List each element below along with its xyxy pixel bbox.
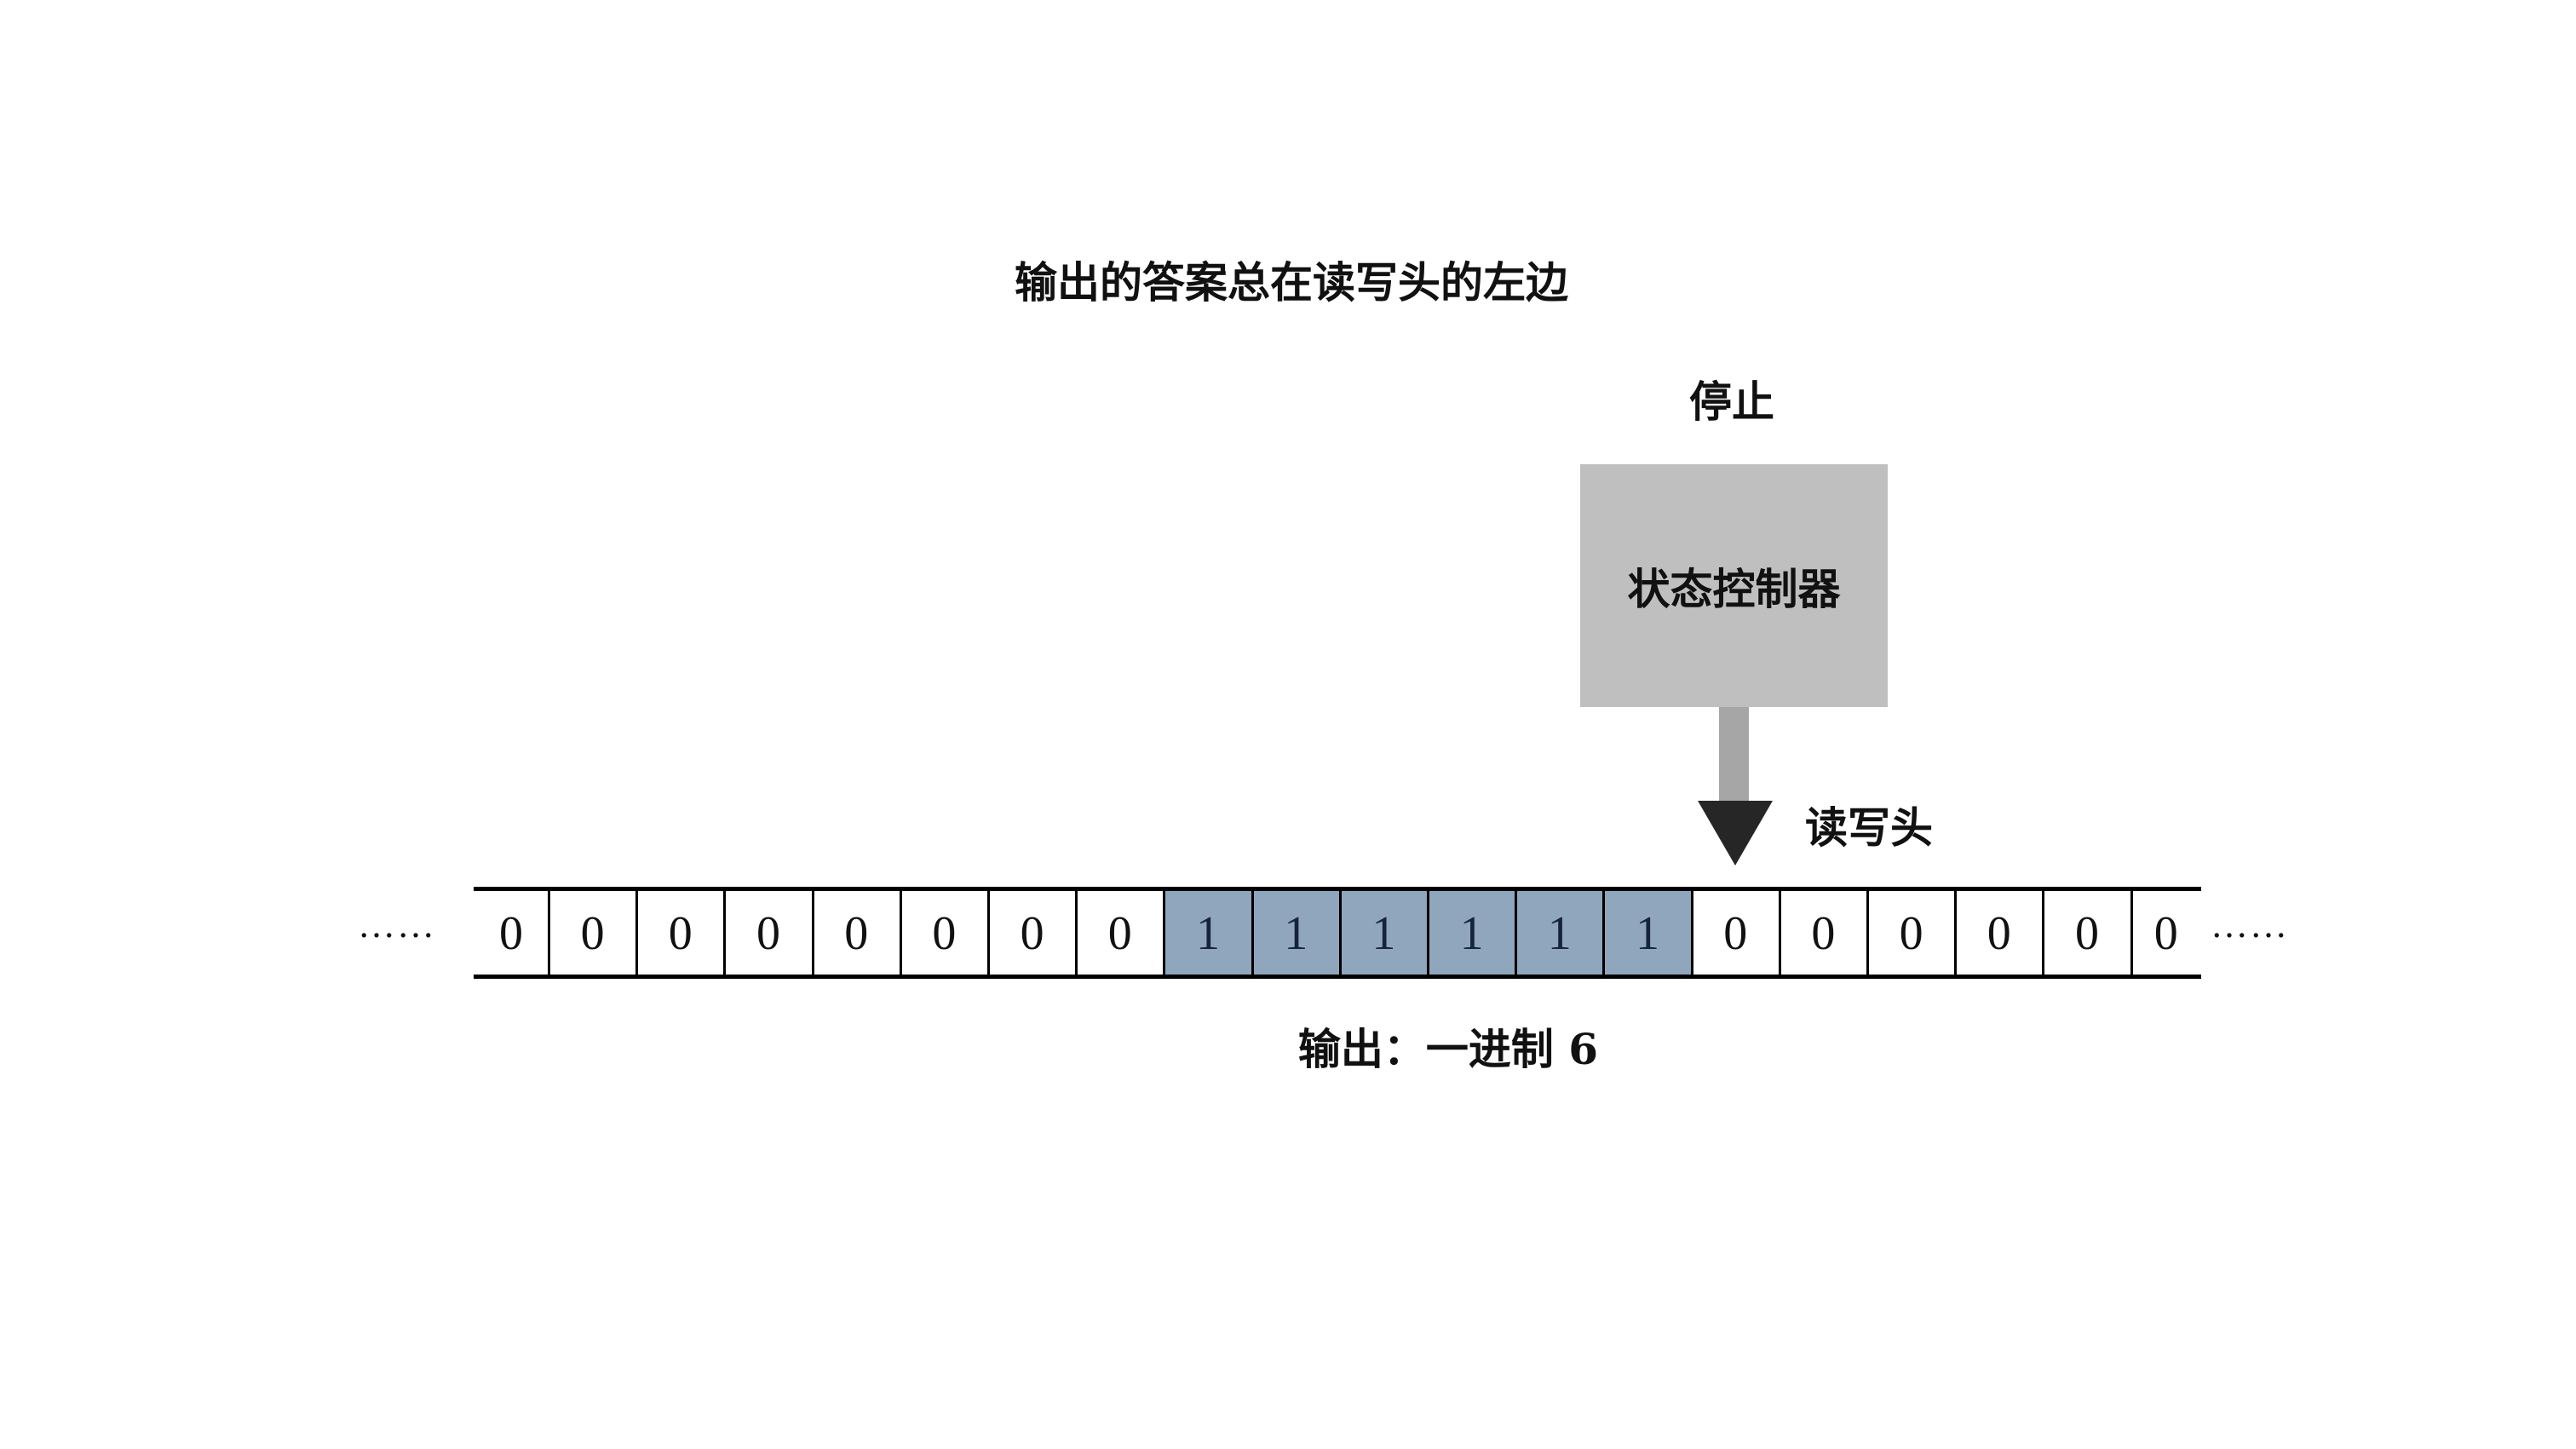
tape-cell-divider xyxy=(1163,890,1166,976)
tape-cell: 0 xyxy=(1107,906,1132,960)
read-write-head-label: 读写头 xyxy=(1805,802,1933,853)
tape-cell-divider xyxy=(811,890,814,976)
tape-cell-divider xyxy=(1690,890,1693,976)
state-controller: 状态控制器 xyxy=(1580,464,1888,707)
ellipsis-left: …… xyxy=(358,904,436,946)
tape-cell: 0 xyxy=(844,906,869,960)
tape-cell: 0 xyxy=(1020,906,1044,960)
tape-cell: 0 xyxy=(932,906,957,960)
tape-cell-divider xyxy=(1866,890,1869,976)
read-write-head-arrow-icon xyxy=(1698,801,1773,865)
tape-cell-divider xyxy=(987,890,990,976)
ellipsis-right: …… xyxy=(2211,904,2289,946)
tape-cell-divider xyxy=(2042,890,2045,976)
tape-cell-divider xyxy=(1251,890,1254,976)
tape-cell: 0 xyxy=(1899,906,1923,960)
tape-cell-divider xyxy=(899,890,902,976)
tape-bottom-border xyxy=(474,975,2201,979)
tape-cell: 1 xyxy=(1603,890,1692,976)
tape-cell-divider xyxy=(2130,890,2133,976)
tape-cell: 0 xyxy=(2074,906,2099,960)
tape-cell: 0 xyxy=(756,906,780,960)
tape-cell: 1 xyxy=(1339,890,1428,976)
tape-top-border xyxy=(474,887,2201,891)
tape-cell: 1 xyxy=(1515,890,1604,976)
tape-cell-divider xyxy=(548,890,550,976)
state-label: 停止 xyxy=(1689,377,1774,427)
head-arrow-shaft xyxy=(1719,707,1749,802)
tape-cell-divider xyxy=(635,890,639,976)
tape-cell: 0 xyxy=(580,906,605,960)
diagram-title: 输出的答案总在读写头的左边 xyxy=(1015,257,1568,308)
tape-cell: 0 xyxy=(668,906,693,960)
tape-cell: 1 xyxy=(1164,890,1252,976)
tape-cell: 1 xyxy=(1251,890,1340,976)
tape-cell-divider xyxy=(1778,890,1781,976)
tape-cell-divider xyxy=(1954,890,1958,976)
controller-label: 状态控制器 xyxy=(1627,563,1841,614)
tape-cell-divider xyxy=(723,890,727,976)
tape-cell: 0 xyxy=(499,906,523,960)
tape-cell: 0 xyxy=(2153,906,2178,960)
tape-cell: 0 xyxy=(1723,906,1748,960)
tape-cell-divider xyxy=(1427,890,1429,976)
tape-cell-divider xyxy=(1515,890,1518,976)
tape-cell: 1 xyxy=(1428,890,1516,976)
output-label: 输出：一进制 6 xyxy=(1297,1024,1599,1074)
tape-cell-divider xyxy=(1075,890,1078,976)
tape-cell: 0 xyxy=(1811,906,1836,960)
tape-cell-divider xyxy=(1602,890,1606,976)
tape-cell: 0 xyxy=(1987,906,2011,960)
tape-cell-divider xyxy=(1338,890,1342,976)
